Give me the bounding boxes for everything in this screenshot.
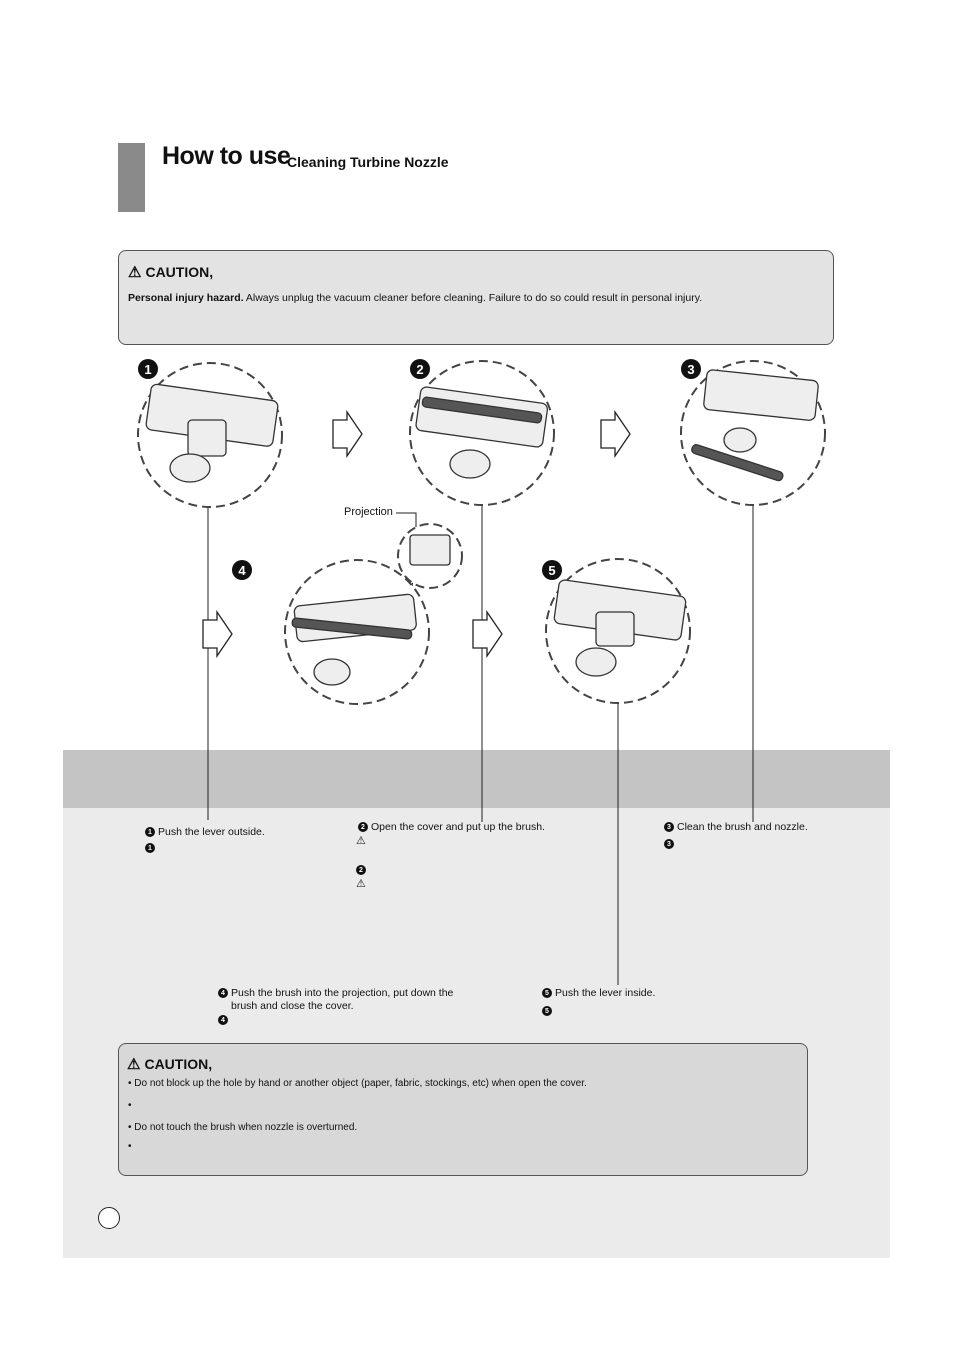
step1-num: 1 — [145, 827, 155, 838]
step3-num-repeat: 3 — [664, 839, 674, 850]
step4-num-repeat: 4 — [218, 1015, 228, 1026]
caution-box-bottom — [118, 1043, 808, 1176]
caution-bold-text: Personal injury hazard. — [128, 292, 244, 304]
caution-title-text: CAUTION, — [145, 264, 214, 280]
step4-label-line2: brush and close the cover. — [231, 1000, 354, 1012]
arrow-right-icon — [202, 609, 233, 659]
step4-label-line1: Push the brush into the projection, put … — [231, 987, 454, 999]
warning-icon: ⚠ — [356, 835, 366, 847]
step3-num-2: 3 — [664, 838, 677, 851]
arrow-right-icon — [332, 409, 363, 459]
caution-box-top — [118, 250, 834, 345]
step3-num: 3 — [664, 822, 674, 833]
caution-title-top: ⚠ CAUTION, — [128, 263, 213, 281]
step5-num-2: 5 — [542, 1005, 555, 1018]
arrow-right-icon — [472, 609, 503, 659]
warning-icon: ⚠ — [356, 878, 366, 890]
caution-title-bottom: ⚠ CAUTION, — [127, 1055, 212, 1073]
step1-num-repeat: 1 — [145, 843, 155, 854]
step-badge-1: 1 — [138, 359, 158, 379]
page-subtitle: Cleaning Turbine Nozzle — [287, 154, 449, 170]
step4-num-2: 4 — [218, 1014, 231, 1027]
header-bar — [118, 143, 145, 212]
step1-label: Push the lever outside. — [158, 826, 265, 838]
caution-title-text: CAUTION, — [144, 1056, 213, 1072]
step-badge-4: 4 — [232, 560, 252, 580]
instruction-area — [63, 808, 890, 1258]
caution-line-1: • Do not block up the hole by hand or an… — [128, 1078, 587, 1089]
projection-label: Projection — [344, 506, 393, 518]
step5-num: 5 — [542, 988, 552, 999]
step4-num: 4 — [218, 988, 228, 999]
page-number-circle — [98, 1207, 120, 1229]
caution-line-4: • — [128, 1141, 132, 1152]
warning-icon: ⚠ — [128, 264, 142, 281]
step2-label: Open the cover and put up the brush. — [371, 821, 545, 833]
page-title: How to use — [162, 142, 291, 170]
step2-num-repeat: 2 — [356, 865, 366, 876]
arrow-right-icon — [600, 409, 631, 459]
step-badge-3: 3 — [681, 359, 701, 379]
step-badge-2: 2 — [410, 359, 430, 379]
step5-label: Push the lever inside. — [555, 987, 656, 999]
step-badge-5: 5 — [542, 560, 562, 580]
step3-label: Clean the brush and nozzle. — [677, 821, 808, 833]
caution-line-2: • — [128, 1100, 132, 1111]
step2-num-2: 2 — [356, 864, 369, 877]
warning-icon: ⚠ — [127, 1056, 141, 1073]
instruction-band — [63, 750, 890, 808]
caution-body-text: Always unplug the vacuum cleaner before … — [243, 292, 703, 304]
caution-line-3: • Do not touch the brush when nozzle is … — [128, 1122, 358, 1133]
caution-text-top: Personal injury hazard. Always unplug th… — [128, 292, 702, 304]
step2-num: 2 — [358, 822, 368, 833]
step1-num-2: 1 — [145, 842, 158, 855]
step5-num-repeat: 5 — [542, 1006, 552, 1017]
